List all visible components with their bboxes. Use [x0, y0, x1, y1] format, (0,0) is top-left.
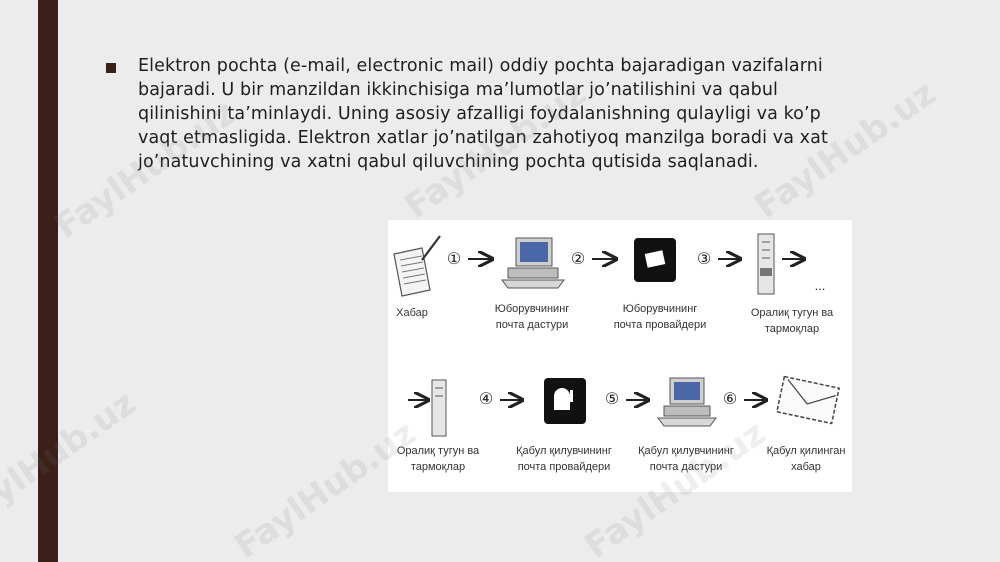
network-node-icon [757, 233, 775, 295]
caption-message: Хабар [396, 307, 428, 319]
step-2-number: ② [571, 251, 585, 268]
caption-received-message-2: хабар [791, 461, 821, 473]
step-4-number: ④ [479, 391, 493, 408]
network-node-icon [431, 379, 447, 437]
step-5-number: ⑤ [605, 391, 619, 408]
caption-sender-program-1: Юборувчининг [495, 303, 570, 315]
message-paper-icon [393, 235, 441, 297]
bullet-square-icon [106, 63, 116, 73]
sender-computer-icon [501, 237, 565, 289]
receiver-computer-icon [657, 377, 717, 427]
caption-sender-provider-1: Юборувчининг [623, 303, 698, 315]
provider-box-icon [634, 238, 676, 282]
ellipsis: ... [815, 278, 826, 293]
step-3-number: ③ [697, 251, 711, 268]
bullet-item: Elektron pochta (e-mail, electronic mail… [106, 54, 846, 174]
caption-intermediate-row2-1: Оралиқ тугун ва [397, 445, 480, 457]
caption-sender-program-2: почта дастури [496, 319, 569, 331]
caption-receiver-program-1: Қабул қилувчининг [638, 445, 734, 457]
step-1-number: ① [447, 251, 461, 268]
diagram-svg: ① ② ③ ... Хабар Юборувчининг почта даст [393, 233, 846, 473]
caption-intermediate-2: тармоқлар [765, 323, 819, 335]
bullet-text: Elektron pochta (e-mail, electronic mail… [138, 56, 828, 172]
left-accent-bar [38, 0, 58, 562]
email-flow-diagram: ① ② ③ ... Хабар Юборувчининг почта даст [388, 220, 852, 492]
watermark: FaylHub.uz [0, 383, 144, 537]
caption-intermediate-1: Оралиқ тугун ва [751, 307, 834, 319]
caption-sender-provider-2: почта провайдери [614, 319, 707, 331]
caption-receiver-provider-2: почта провайдери [518, 461, 611, 473]
envelope-icon [775, 375, 841, 425]
caption-receiver-provider-1: Қабул қилувчининг [516, 445, 612, 457]
caption-received-message-1: Қабул қилинган [767, 445, 846, 457]
caption-receiver-program-2: почта дастури [650, 461, 723, 473]
mailbox-icon [544, 378, 586, 424]
caption-intermediate-row2-2: тармоқлар [411, 461, 465, 473]
step-6-number: ⑥ [723, 391, 737, 408]
